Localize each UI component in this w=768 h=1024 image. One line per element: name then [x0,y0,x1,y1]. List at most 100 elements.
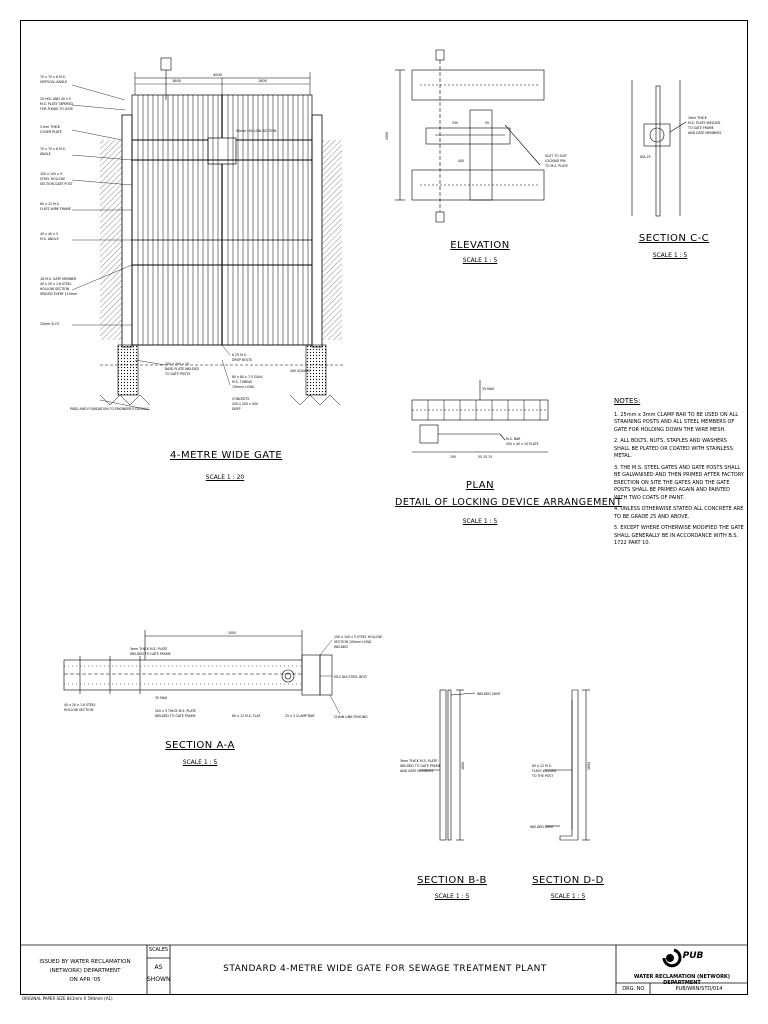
svg-text:M10 DIA STEEL BOLT: M10 DIA STEEL BOLT [334,675,367,679]
svg-text:100 x 100 x 5 STEEL HOLLOW: 100 x 100 x 5 STEEL HOLLOW [334,635,383,639]
section-aa-scale: SCALE 1 : 5 [182,759,218,766]
svg-text:M.S. TUBING: M.S. TUBING [232,380,253,384]
drg-no-label: DRG. NO. [622,986,646,992]
note-item: 3. THE M.S. STEEL GATES AND GATE POSTS S… [614,464,744,501]
svg-text:35 MAX: 35 MAX [482,387,495,391]
svg-text:VERTICAL ANGLE: VERTICAL ANGLE [40,80,67,84]
department-name: WATER RECLAMATION (NETWORK) DEPARTMENT [633,974,731,986]
drawing-frame [20,20,748,995]
svg-text:COVER PLATE: COVER PLATE [40,130,62,134]
pub-logo-icon [662,948,682,968]
svg-text:200 x 3 THICK M.S. PLATE: 200 x 3 THICK M.S. PLATE [155,709,196,713]
note-item: 5. EXCEPT WHERE OTHERWISE MODIFIED THE G… [614,525,744,546]
scales-value-1: AS [154,964,163,971]
svg-text:8 25 M.S.: 8 25 M.S. [232,353,247,357]
section-bb-scale: SCALE 1 : 5 [434,893,470,900]
svg-text:450 x 40 x 10 PLATE: 450 x 40 x 10 PLATE [506,442,539,446]
svg-text:18 M.S. GATE MEMBER: 18 M.S. GATE MEMBER [40,277,77,281]
svg-text:3 mm THICK: 3 mm THICK [40,125,61,129]
svg-text:TO THE POST: TO THE POST [531,774,553,778]
svg-text:200: 200 [450,455,456,459]
elevation-scale: SCALE 1 : 5 [462,257,498,264]
paper-size-note: ORIGINAL PAPER SIZE 841mm X 594mm (A1) [22,996,113,1001]
svg-text:ANGLE: ANGLE [40,152,51,156]
note-item: 4. UNLESS OTHERWISE STATED ALL CONCRETE … [614,506,744,520]
svg-text:2000: 2000 [228,631,236,635]
svg-text:FLATS WELDED: FLATS WELDED [532,769,557,773]
elevation-title: ELEVATION [450,240,510,251]
svg-text:75 x 75 x 6 M.S.: 75 x 75 x 6 M.S. [40,75,66,79]
section-aa-title: SECTION A-A [165,740,235,751]
note-item: 1. 25mm x 3mm CLAMP BAR TO BE USED ON AL… [614,411,739,433]
svg-text:TO M.S. PLATE: TO M.S. PLATE [544,164,568,168]
svg-text:60 x 12 M.S. FLAT: 60 x 12 M.S. FLAT [232,714,260,718]
svg-text:BASE PLATE WELDED: BASE PLATE WELDED [165,367,200,371]
plan-subtitle: DETAIL OF LOCKING DEVICE ARRANGEMENT [395,497,623,508]
svg-text:WELDED TO GATE FRAME: WELDED TO GATE FRAME [130,652,171,656]
svg-text:WELDED JOINT: WELDED JOINT [477,692,501,696]
notes-heading: NOTES: [614,397,641,405]
svg-text:WELDED TO GATE FRAME: WELDED TO GATE FRAME [400,764,441,768]
section-dd-title: SECTION D-D [532,875,604,886]
svg-text:WELDED TO GATE FRAME: WELDED TO GATE FRAME [155,714,196,718]
plan-title: PLAN [465,480,495,491]
svg-text:1800: 1800 [461,762,465,770]
svg-text:1800: 1800 [172,79,181,83]
svg-text:TO GATE POSTS: TO GATE POSTS [164,372,190,376]
svg-text:WELDED JOINT: WELDED JOINT [530,825,554,829]
gate-width-dim: 4000 [213,73,222,77]
svg-text:80 x 80 x 7.5 GALV.: 80 x 80 x 7.5 GALV. [232,375,263,379]
svg-text:40 x 40 x 5: 40 x 40 x 5 [40,232,58,236]
svg-text:330: 330 [452,121,458,125]
svg-text:AND GATE MEMBERS: AND GATE MEMBERS [400,769,433,773]
svg-text:50mm HOLLOW SECTION: 50mm HOLLOW SECTION [236,129,277,133]
svg-text:400 SQUARE: 400 SQUARE [290,369,310,373]
svg-text:DEEP: DEEP [232,407,240,411]
gate-view-title: 4-METRE WIDE GATE [170,450,283,461]
issued-by-text: ISSUED BY WATER RECLAMATION (NETWORK) DE… [39,959,131,974]
svg-text:20 HOL AND 40 x 5: 20 HOL AND 40 x 5 [40,97,71,101]
svg-text:SPACED EVERY 110mm: SPACED EVERY 110mm [40,292,77,296]
svg-text:M.S. PLATE WELDED: M.S. PLATE WELDED [688,121,721,125]
svg-text:60 x 12 M.S.: 60 x 12 M.S. [40,202,60,206]
svg-text:FOR FIXING TO GATE: FOR FIXING TO GATE [40,107,73,111]
svg-text:DIA 25: DIA 25 [640,155,651,159]
svg-text:1800: 1800 [258,79,267,83]
svg-text:3mm THICK M.S. PLATE: 3mm THICK M.S. PLATE [130,647,167,651]
scales-value-2: SHOWN [147,976,171,983]
notes-block: NOTES: 1. 25mm x 3mm CLAMP BAR TO BE USE… [614,397,744,552]
svg-text:SLOT TO SUIT: SLOT TO SUIT [545,154,567,158]
svg-text:FLATS WIRE FRAME: FLATS WIRE FRAME [40,207,71,211]
section-cc-title: SECTION C-C [638,233,710,244]
svg-text:M.S. BAR: M.S. BAR [506,437,521,441]
section-cc-scale: SCALE 1 : 5 [652,252,688,259]
svg-text:150mm LONG: 150mm LONG [232,385,255,389]
gate-view-scale: SCALE 1 : 20 [205,474,245,481]
svg-text:SECTION GATE POST: SECTION GATE POST [40,182,73,186]
svg-text:55: 55 [485,121,489,125]
svg-text:AND GATE MEMBERS: AND GATE MEMBERS [688,131,721,135]
svg-text:HOLLOW SECTION: HOLLOW SECTION [64,708,94,712]
svg-text:40 x 20 x 1.6 STEEL: 40 x 20 x 1.6 STEEL [40,282,72,286]
section-bb-title: SECTION B-B [417,875,487,886]
svg-text:WELDED: WELDED [334,645,348,649]
drg-no: PUB/WRN/STD/014 [675,986,723,992]
svg-text:3mm THICK M.S. PLATE: 3mm THICK M.S. PLATE [400,759,437,763]
svg-text:200 x 200 x 500: 200 x 200 x 500 [232,402,258,406]
svg-text:1000: 1000 [385,132,389,140]
svg-text:TO GATE FRAME: TO GATE FRAME [687,126,714,130]
svg-text:SECTION 100mm LONG: SECTION 100mm LONG [334,640,372,644]
svg-text:M.S. PLATE TAPERED: M.S. PLATE TAPERED [40,102,74,106]
svg-text:75 x 75 x 6 M.S.: 75 x 75 x 6 M.S. [40,147,66,151]
plan-scale: SCALE 1 : 5 [462,518,498,525]
drawing-title: STANDARD 4-METRE WIDE GATE FOR SEWAGE TR… [223,964,547,974]
svg-text:CONCRETE: CONCRETE [232,397,250,401]
note-item: 2. ALL BOLTS, NUTS, STAPLES AND WASHERS … [614,438,733,459]
